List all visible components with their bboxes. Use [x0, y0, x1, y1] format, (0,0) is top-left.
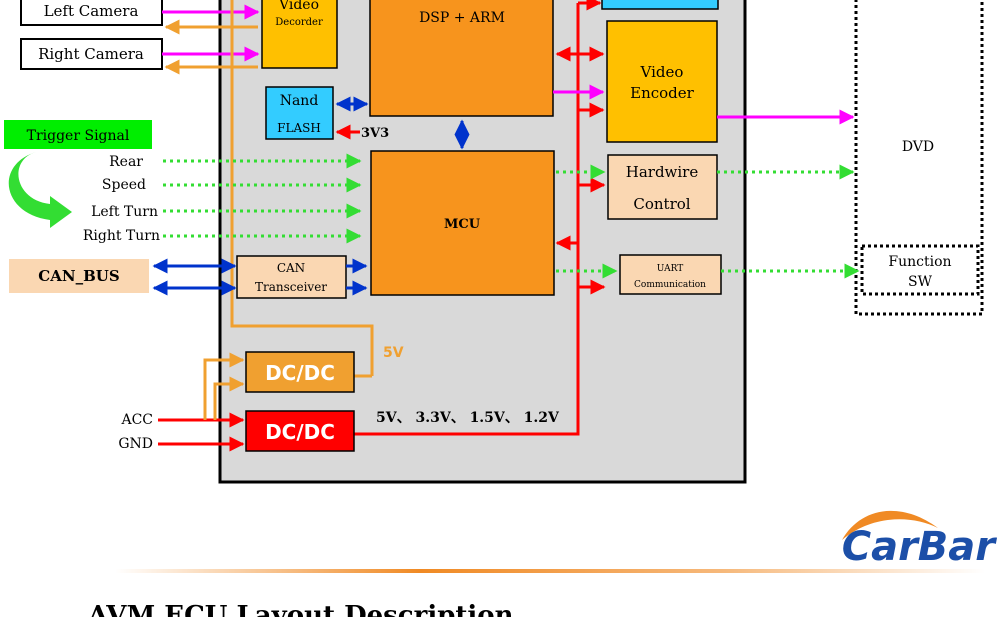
can-bus-label: CAN_BUS [38, 267, 119, 285]
trigger-signal-title: Trigger Signal [27, 128, 130, 144]
function-sw-box [860, 244, 980, 296]
video-encoder-line1: Video [640, 63, 684, 81]
logo-swoosh-icon [842, 510, 938, 540]
nand-flash-block [265, 86, 334, 140]
video-decoder-line2: Decorder [275, 17, 323, 28]
right-camera-box [20, 38, 163, 70]
uart-line1: UART [657, 264, 683, 274]
uart-block [619, 254, 722, 295]
dcdc-bottom-block [245, 410, 355, 452]
can-bus-box [9, 259, 149, 293]
power-5v-line [230, 0, 374, 376]
footer-divider [115, 569, 985, 573]
signal-right-turn-label: Right Turn [83, 228, 160, 244]
hardwire-line1: Hardwire [626, 163, 699, 181]
nand-line1: Nand [280, 93, 319, 109]
dsp-arm-label: DSP + ARM [419, 10, 505, 26]
hardwire-line2: Control [633, 195, 690, 213]
signal-left-turn-label: Left Turn [91, 204, 158, 220]
dcdc-bottom-label: DC/DC [265, 420, 335, 444]
can-transceiver-line1: CAN [277, 261, 305, 275]
dcdc-top-label: DC/DC [265, 361, 335, 385]
dcdc-top-block [245, 351, 355, 393]
mcu-block [370, 150, 555, 296]
left-camera-box [20, 0, 163, 26]
label-voltages: 5V、 3.3V、 1.5V、 1.2V [376, 410, 560, 426]
footer-title: AVM ECU Layout Description [87, 601, 514, 617]
video-decoder-line1: Video [278, 0, 319, 13]
video-encoder-line2: Encoder [630, 84, 695, 102]
video-encoder-block [606, 20, 718, 143]
left-camera-label: Left Camera [44, 2, 139, 20]
uart-line2: Communication [634, 280, 706, 290]
signal-rear-label: Rear [109, 154, 143, 170]
video-decoder-block [261, 0, 338, 69]
function-sw-line1: Function [888, 254, 951, 270]
nand-line2: FLASH [277, 121, 321, 135]
logo-text: CarBar [842, 524, 998, 570]
trigger-curved-arrow-icon [8, 152, 72, 228]
mcu-label: MCU [444, 217, 481, 232]
function-sw-line2: SW [908, 274, 933, 290]
power-main-bus [354, 32, 580, 436]
label-5v: 5V [383, 345, 404, 361]
acc-to-dcdc-top [203, 352, 245, 420]
output-block-top [601, 0, 719, 10]
hardwire-control-block [607, 154, 718, 220]
carbar-logo: CarBar [842, 510, 998, 570]
dsp-arm-block [369, 0, 554, 117]
can-transceiver-block [236, 255, 347, 299]
right-camera-label: Right Camera [38, 45, 144, 63]
signal-speed-label: Speed [102, 177, 146, 193]
acc-label: ACC [120, 412, 153, 428]
gnd-to-dcdc-top [213, 376, 245, 420]
trigger-signal-box [4, 120, 152, 149]
dvd-label: DVD [902, 139, 934, 155]
gnd-label: GND [118, 436, 153, 452]
label-3v3: 3V3 [361, 126, 389, 141]
can-transceiver-line2: Transceiver [255, 280, 327, 294]
